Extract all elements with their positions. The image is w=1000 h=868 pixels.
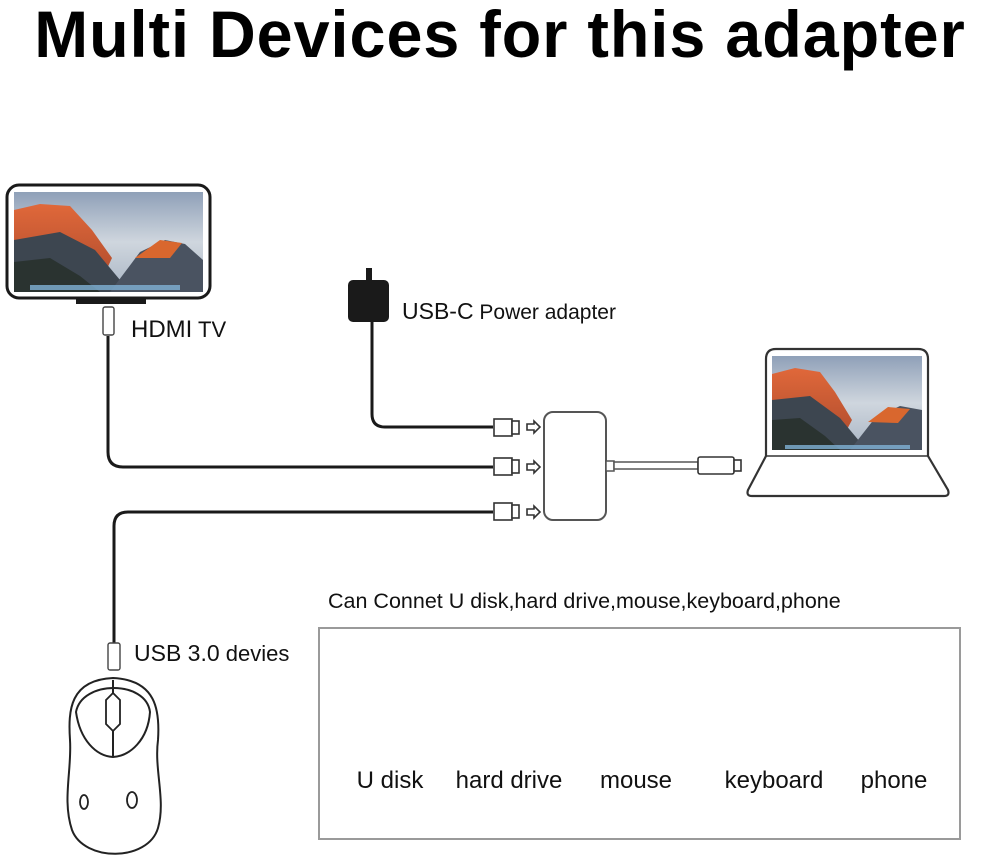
compatibility-caption: Can Connet U disk,hard drive,mouse,keybo… xyxy=(328,589,841,613)
usb-c-hub-icon xyxy=(543,411,742,521)
usb-label-main: USB 3.0 xyxy=(134,640,220,666)
usb-cable xyxy=(107,510,493,671)
page-title: Multi Devices for this adapter xyxy=(34,0,966,71)
device-label-hard-drive: hard drive xyxy=(455,767,563,794)
laptop-icon xyxy=(746,347,950,498)
power-adapter-icon xyxy=(348,268,493,429)
hdmi-cable xyxy=(102,306,493,469)
hdmi-label-main: HDMI xyxy=(131,316,193,343)
device-label-keyboard: keyboard xyxy=(724,767,824,794)
power-label-main: USB-C xyxy=(402,298,474,324)
power-label-suffix: Power adapter xyxy=(473,301,616,324)
compatible-devices-box xyxy=(318,627,961,840)
power-adapter-label: USB-C Power adapter xyxy=(402,298,616,325)
mouse-device-icon xyxy=(66,676,162,855)
hdmi-tv-icon xyxy=(5,183,212,304)
hdmi-label-suffix: TV xyxy=(192,317,227,342)
hub-plugs xyxy=(493,418,542,521)
hdmi-tv-label: HDMI TV xyxy=(131,316,226,344)
device-label-phone: phone xyxy=(860,767,928,794)
device-label-mouse: mouse xyxy=(599,767,673,794)
usb-label-suffix: devies xyxy=(219,641,290,666)
usb-devices-label: USB 3.0 devies xyxy=(134,640,289,667)
device-label-u-disk: U disk xyxy=(356,767,424,794)
